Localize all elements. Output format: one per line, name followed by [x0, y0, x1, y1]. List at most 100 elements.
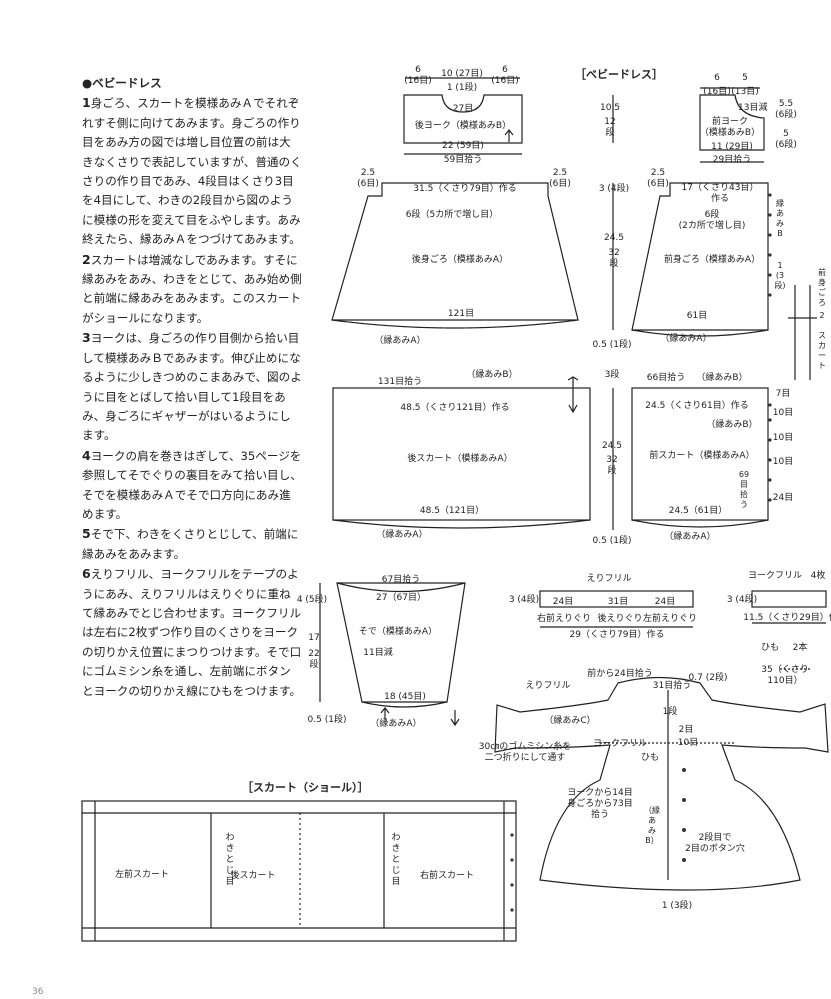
diagram-label-section_dress: ［ベビードレス］ [575, 67, 663, 81]
diagram-label-assembly-a5: 1段 [663, 705, 678, 717]
diagram-label-back_skirt-bottom: 48.5（121目） [420, 505, 484, 516]
diagram-label-shawl-l2: わきとじ目 [225, 832, 234, 887]
diagram-label-front_bodice-bottom: 61目 [687, 310, 707, 321]
diagram-label-back_bodice-inc: 6段（5カ所で増し目） [406, 208, 498, 220]
diagram-label-front_bodice-l: 2.5(6目) [647, 168, 669, 189]
diagram-label-front_yoke-dec: 13目減 [738, 101, 767, 113]
diagram-label-sleeve-pick: 67目拾う [382, 573, 420, 585]
diagram-label-front_skirt-bottom: 24.5（61目） [669, 505, 728, 516]
diagram-label-bodice_height-b: 24.5 [604, 233, 624, 243]
diagram-label-back_skirt-top: 48.5（くさり121目）作る [400, 401, 509, 413]
diagram-label-shawl-l4: わきとじ目 [391, 832, 400, 887]
diagram-label-back_yoke-label: 後ヨーク（模様あみB） [415, 119, 511, 131]
diagram-label-front_skirt-label: 前スカート（模様あみA） [649, 449, 754, 461]
diagram-label-vert1-a: 10.5 [600, 103, 620, 113]
diagram-label-sleeve-h4: 0.5 (1段) [308, 713, 347, 725]
step-5: 5そで下、わきをくさりとじして、前端に縁あみをあみます。 [82, 526, 299, 561]
diagram-label-shawl-l5: 右前スカート [420, 869, 474, 881]
dress-assembly-shape [494, 676, 829, 891]
diagram-label-assembly-a11: ひも [641, 752, 659, 763]
diagram-label-front_yoke-top2s: (13目) [731, 86, 758, 97]
diagram-label-front_skirt-top: 24.5（くさり61目）作る [645, 399, 749, 411]
diagram-label-front_skirt-s24: 24目 [773, 492, 793, 503]
diagram-label-front_skirt-pick: 66目拾う [647, 371, 685, 383]
diagram-label-sleeve-top: 27（67目） [376, 592, 426, 603]
diagram-label-yoke_frill-w: 11.5（くさり29目）作る [743, 611, 831, 623]
diagram-label-skirt_height-b: 24.5 [602, 441, 622, 451]
diagram-label-sleeve-h1: 4 (5段) [297, 593, 327, 605]
diagram-label-assembly-a6: 2目 [679, 724, 694, 735]
diagram-label-back_skirt-label: 後スカート（模様あみA） [407, 452, 512, 464]
diagram-label-front_yoke-pick: 29目拾う [713, 153, 751, 165]
diagram-label-back_yoke-w22: 22 (59目) [442, 140, 484, 151]
diagram-label-side_labels-c: スカート [818, 331, 826, 370]
diagram-label-assembly-a8: （縁あみC） [544, 714, 595, 726]
instructions-title: ●ベビードレス [82, 76, 162, 90]
diagram-label-front_bodice-inc: 6段(2カ所で増し目) [679, 208, 746, 231]
diagram-label-collar_frill-l1: 右前えりぐり [537, 612, 591, 624]
diagram-label-front_yoke-r1: 5.5(6段) [775, 99, 797, 120]
diagram-label-section_skirt: ［スカート（ショール）］ [242, 780, 369, 794]
diagram-label-front_yoke-label: 前ヨーク（模様あみB） [700, 115, 760, 138]
diagram-label-back_skirt-edge_top: （縁あみB） [466, 368, 517, 380]
diagram-label-bodice_height-d: 0.5 (1段) [593, 338, 632, 350]
back-skirt-shape [332, 387, 591, 521]
front-yoke-shape [699, 94, 765, 151]
diagram-label-front_skirt-edge_top: （縁あみB） [696, 371, 747, 383]
diagram-label-assembly-a12: ヨークから14目身ごろから73目拾う [567, 787, 632, 820]
diagram-label-himo-title: ひも [761, 642, 779, 653]
diagram-label-assembly-a2: えりフリル [525, 680, 570, 691]
diagram-label-front_yoke-w: 11 (29目) [711, 141, 753, 152]
diagram-label-back_bodice-edge: （縁あみA） [374, 334, 425, 346]
step-1: 1身ごろ、スカートを模様あみＡでそれぞれすそ側に向けてあみます。身ごろの作り目を… [82, 95, 302, 247]
diagram-label-front_skirt-side_edge: （縁あみB） [706, 418, 757, 430]
diagram-label-yoke_frill-rows: 3 (4段) [727, 593, 757, 605]
diagram-label-himo-count: 2本 [793, 641, 808, 653]
diagram-label-yoke_frill-count: 4枚 [811, 569, 826, 581]
diagram-label-bodice_height-a: 3 (4段) [599, 182, 629, 194]
back-yoke-shape [403, 94, 523, 144]
diagram-label-front_yoke-r2: 5(6段) [775, 129, 797, 150]
diagram-label-back_yoke-top_mid: 10 (27目) [441, 68, 483, 79]
diagram-label-back_bodice-l: 2.5(6目) [357, 168, 379, 189]
diagram-label-sleeve-dec: 11目減 [363, 646, 392, 658]
diagram-label-collar_frill-m3: 24目 [655, 596, 675, 607]
diagram-label-sleeve-h2: 17 [308, 633, 319, 643]
diagram-label-skirt_height-a: 3段 [605, 368, 620, 380]
diagram-label-back_yoke-top_left: 6(16目) [404, 65, 431, 86]
diagram-label-assembly-a15: 1 (3段) [662, 899, 692, 911]
step-4: 4ヨークの肩を巻きはぎして、35ページを参照してそでぐりの裏目をみて拾い目し、そ… [82, 447, 302, 521]
diagram-label-front_bodice-label: 前身ごろ（模様あみA） [664, 253, 760, 265]
diagram-label-shawl-l3: 後スカート [230, 869, 275, 881]
step-2: 2スカートは増減なしであみます。すそに縁あみをあみ、わきをとじて、あみ始め側と前… [82, 251, 302, 325]
diagram-label-assembly-a3: 31目拾う [653, 679, 691, 691]
diagram-label-skirt_height-d: 0.5 (1段) [593, 534, 632, 546]
diagram-label-front_bodice-edge: （縁あみA） [660, 332, 711, 344]
diagram-label-sleeve-bottom: 18 (45目) [384, 691, 426, 702]
diagram-label-assembly-a10: ヨークフリル [593, 738, 647, 749]
diagram-label-collar_frill-total: 29（くさり79目）作る [570, 628, 665, 640]
diagram-label-back_skirt-pick: 131目拾う [378, 375, 422, 387]
instructions-text: ●ベビードレス 1身ごろ、スカートを模様あみＡでそれぞれすそ側に向けてあみます。… [82, 74, 302, 701]
diagram-label-front_yoke-top1s: (16目) [703, 86, 730, 97]
diagram-label-assembly-a1: 前から24目拾う [587, 667, 652, 679]
diagram-label-front_yoke-top1: 6 [714, 73, 720, 83]
diagram-label-collar_frill-l2: 後えりぐり [597, 612, 642, 624]
diagram-label-sleeve-edge: （縁あみA） [370, 717, 421, 729]
diagram-label-back_bodice-r: 2.5(6目) [549, 168, 571, 189]
diagram-label-shawl-l1: 左前スカート [115, 868, 169, 880]
step-6: 6えりフリル、ヨークフリルをテープのようにあみ、えりフリルはえりぐりに重ねて縁あ… [82, 566, 302, 698]
diagram-label-front_skirt-s10c: 10目 [773, 456, 793, 467]
diagram-label-back_yoke-top_mid2: 1 (1段) [447, 81, 477, 93]
diagram-label-back_bodice-bottom: 121目 [448, 308, 474, 319]
diagram-label-assembly-a9: 30㎝のゴムミシン糸を二つ折りにして通す [479, 740, 571, 763]
diagram-label-front_skirt-s10b: 10目 [773, 432, 793, 443]
diagram-label-back_yoke-pick: 59目拾う [444, 153, 482, 165]
diagram-label-side_labels-a: 前身ごろ [818, 267, 826, 307]
